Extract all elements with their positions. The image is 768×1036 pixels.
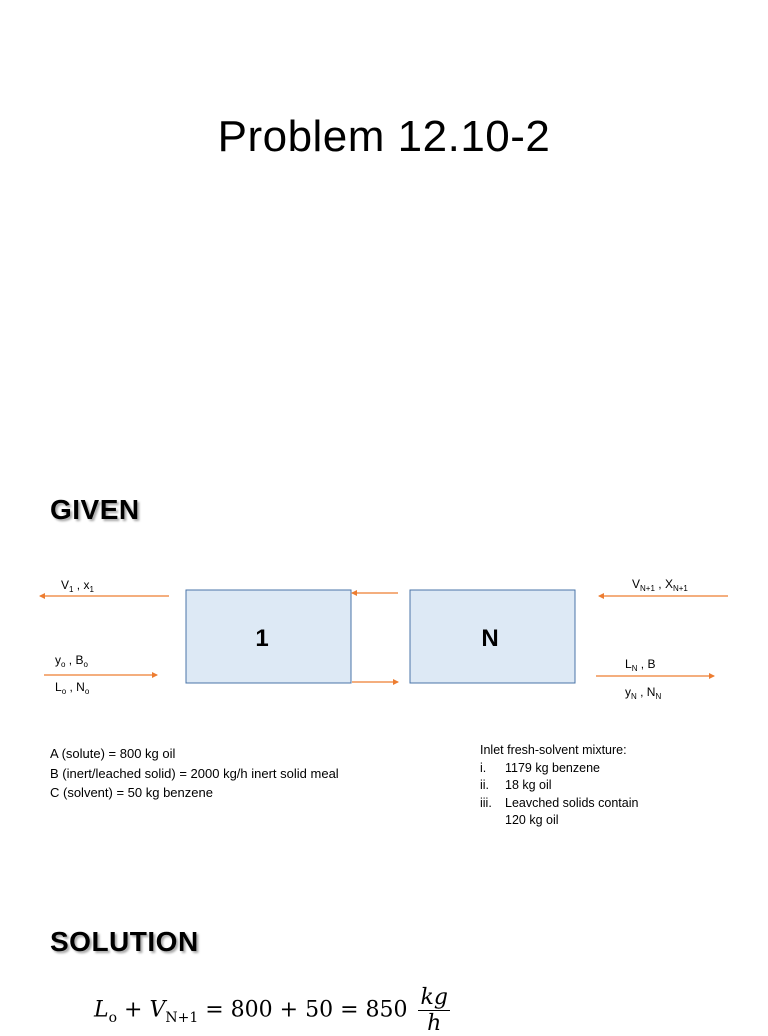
list-item: iii. Leavched solids contain xyxy=(480,795,638,813)
given-values: A (solute) = 800 kg oil B (inert/leached… xyxy=(50,744,339,803)
page-title: Problem 12.10-2 xyxy=(217,112,551,161)
stage-1-box xyxy=(185,589,352,684)
stream-label-ln: LN , B xyxy=(625,657,656,673)
stream-label-vn1: VN+1 , XN+1 xyxy=(632,577,688,593)
list-number: ii. xyxy=(480,778,490,792)
list-number: i. xyxy=(480,760,487,775)
given-line-inert: B (inert/leached solid) = 2000 kg/h iner… xyxy=(50,765,339,781)
given-line-solute: A (solute) = 800 kg oil xyxy=(50,746,176,761)
stage-1-label: 1 xyxy=(255,625,268,652)
list-item: ii. 18 kg oil xyxy=(480,777,638,795)
inlet-heading: Inlet fresh-solvent mixture: xyxy=(480,743,627,757)
inlet-solvent-info: Inlet fresh-solvent mixture: i. 1179 kg … xyxy=(480,742,638,830)
stage-n-label: N xyxy=(481,625,498,652)
list-text: 18 kg oil xyxy=(505,778,552,792)
stream-label-l0: Lo , No xyxy=(55,680,90,696)
list-text: 1179 kg benzene xyxy=(505,760,600,775)
list-continuation: 120 kg oil xyxy=(505,813,559,827)
list-text: Leavched solids contain xyxy=(505,795,639,810)
stream-label-y0: yo , Bo xyxy=(55,653,88,669)
given-heading: GIVEN xyxy=(50,494,140,525)
flow-diagram: 1 N V1 , x1 yo , Bo Lo , No VN+1 , XN+1 … xyxy=(39,577,728,701)
solution-heading: SOLUTION xyxy=(50,926,199,957)
list-item: i. 1179 kg benzene xyxy=(480,760,638,778)
given-line-solvent: C (solvent) = 50 kg benzene xyxy=(50,785,213,800)
stage-n-box xyxy=(409,589,576,684)
stream-label-v1: V1 , x1 xyxy=(61,578,94,594)
list-number: iii. xyxy=(480,795,492,810)
stream-label-yn: yN , NN xyxy=(625,685,661,701)
